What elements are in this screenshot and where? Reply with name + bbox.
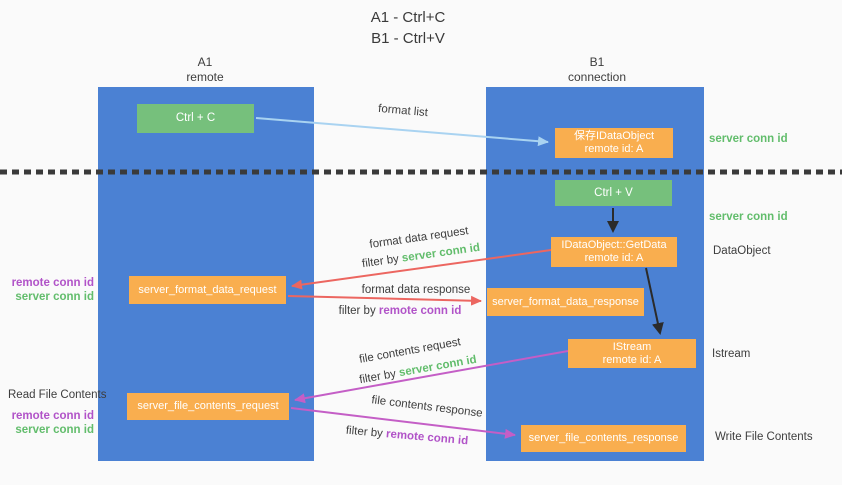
diagram-title: A1 - Ctrl+C B1 - Ctrl+V (298, 7, 518, 49)
left-server-conn-id-label: server conn id (15, 291, 94, 303)
right-server-conn-id-label-2: server conn id (709, 211, 788, 223)
dataobject-label: DataObject (713, 245, 771, 257)
lane-a1-name: A1 (197, 55, 213, 69)
right-server-conn-id-label: server conn id (709, 133, 788, 145)
ctrl-c-box: Ctrl + C (137, 104, 254, 133)
format-data-response-arrow (287, 295, 482, 306)
left-remote-conn-id-label: remote conn id (11, 277, 94, 289)
title-line-b1: B1 - Ctrl+V (371, 30, 445, 47)
format-data-request-arrow (291, 249, 552, 290)
server-format-data-request-box: server_format_data_request (129, 276, 286, 304)
file-contents-response-arrow (290, 407, 516, 439)
left-remote-conn-id-label-2: remote conn id (11, 410, 94, 422)
istream-remote-id: remote id: A (602, 353, 662, 366)
title-line-a1: A1 - Ctrl+C (370, 9, 446, 26)
getdata-remote-id: remote id: A (584, 252, 644, 264)
istream-label: Istream (712, 348, 751, 360)
getdata-to-istream-arrow (645, 267, 664, 335)
filter-by-text: filter by (338, 305, 376, 317)
lane-header-a1: A1 remote (155, 55, 255, 85)
lane-b1-name: B1 (589, 55, 605, 69)
save-idataobject-title: 保存IDataObject (573, 130, 655, 142)
format-data-response-filter-label: filter by remote conn id (335, 305, 465, 317)
server-file-contents-response-box: server_file_contents_response (521, 425, 686, 452)
istream-box: IStream remote id: A (568, 339, 696, 368)
remote-conn-id-text: remote conn id (378, 305, 462, 317)
file-contents-request-arrow (294, 350, 569, 404)
left-server-conn-id-label-2: server conn id (15, 424, 94, 436)
getdata-title: IDataObject::GetData (561, 239, 667, 251)
ctrl-v-box: Ctrl + V (555, 180, 672, 206)
save-idataobject-remote-id: remote id: A (584, 143, 644, 155)
format-list-arrow (255, 117, 549, 147)
lane-a1-role: remote (186, 70, 224, 84)
server-file-contents-request-box: server_file_contents_request (127, 393, 289, 420)
format-data-response-label: format data response (361, 284, 471, 296)
server-format-data-response-box: server_format_data_response (487, 288, 644, 316)
istream-title: IStream (612, 340, 652, 353)
lane-b1-role: connection (567, 70, 627, 84)
write-file-contents-label: Write File Contents (715, 431, 813, 443)
lane-header-b1: B1 connection (547, 55, 647, 85)
save-idataobject-box: 保存IDataObject remote id: A (555, 128, 673, 158)
idataobject-getdata-box: IDataObject::GetData remote id: A (551, 237, 677, 267)
read-file-contents-label: Read File Contents (8, 389, 107, 401)
